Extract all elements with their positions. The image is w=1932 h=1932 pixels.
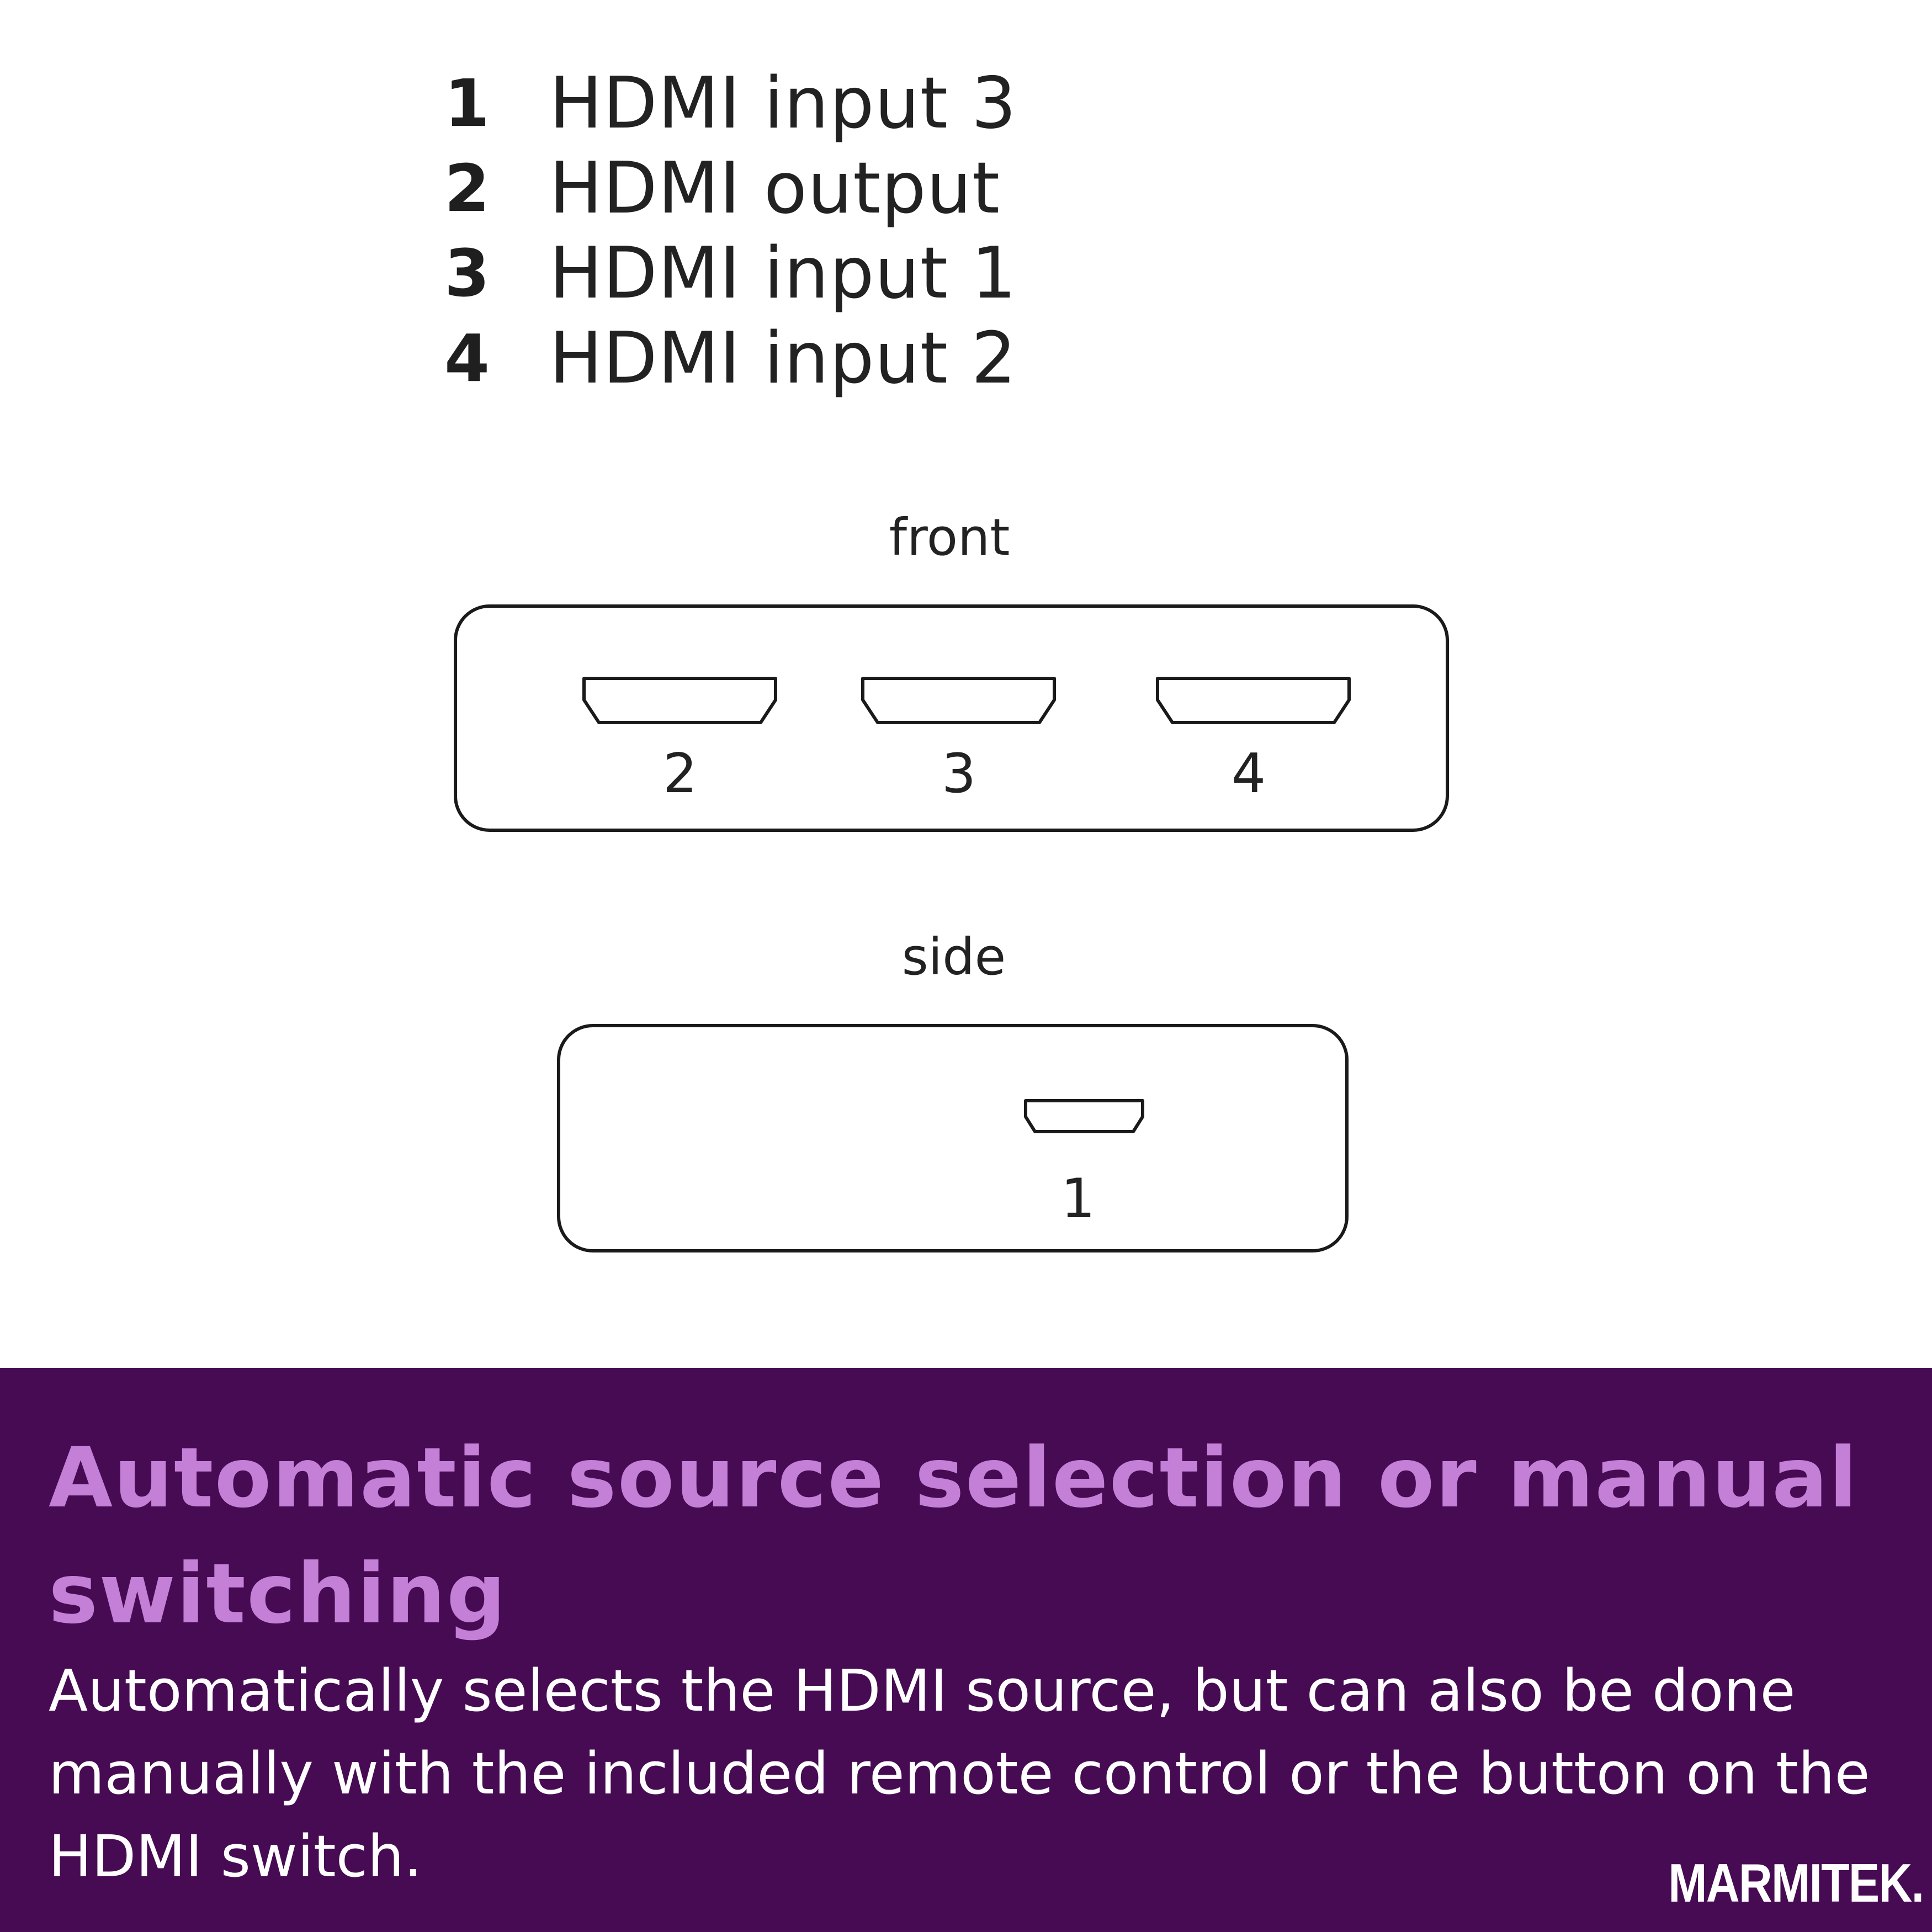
hdmi-port-icon	[1156, 677, 1351, 724]
hdmi-port-icon	[861, 677, 1056, 724]
front-housing	[454, 604, 1449, 832]
side-housing	[557, 1024, 1349, 1252]
legend-item: 3 HDMI input 1	[444, 231, 1217, 316]
legend-number: 1	[444, 65, 490, 141]
brand-logo: MARMITEK.	[1668, 1853, 1924, 1913]
legend-number: 2	[444, 150, 490, 226]
hdmi-port-icon	[582, 677, 777, 724]
hdmi-port-icon	[1024, 1099, 1144, 1133]
legend-label: HDMI output	[549, 147, 1000, 230]
port-number: 4	[1231, 742, 1266, 805]
legend-number: 4	[444, 320, 490, 396]
port-number: 2	[662, 742, 698, 805]
legend-label: HDMI input 3	[549, 62, 1017, 145]
feature-title: Automatic source selection or manual swi…	[49, 1430, 1859, 1642]
port-number: 3	[941, 742, 976, 805]
port-legend: 1 HDMI input 3 2 HDMI output 3 HDMI inpu…	[444, 61, 1217, 401]
legend-item: 4 HDMI input 2	[444, 316, 1217, 401]
front-view-label: front	[889, 508, 1010, 567]
side-view-label: side	[901, 927, 1006, 986]
feature-banner: Automatic source selection or manual swi…	[0, 1368, 1932, 1932]
legend-label: HDMI input 2	[549, 317, 1017, 400]
legend-number: 3	[444, 235, 490, 311]
device-diagram: front side 2 3 4 1	[454, 508, 1449, 1252]
legend-item: 2 HDMI output	[444, 146, 1217, 231]
feature-description: Automatically selects the HDMI source, b…	[49, 1657, 1870, 1890]
device-line-art	[454, 604, 1449, 1252]
legend-label: HDMI input 1	[549, 232, 1017, 315]
port-number: 1	[1060, 1167, 1096, 1230]
legend-item: 1 HDMI input 3	[444, 61, 1217, 146]
